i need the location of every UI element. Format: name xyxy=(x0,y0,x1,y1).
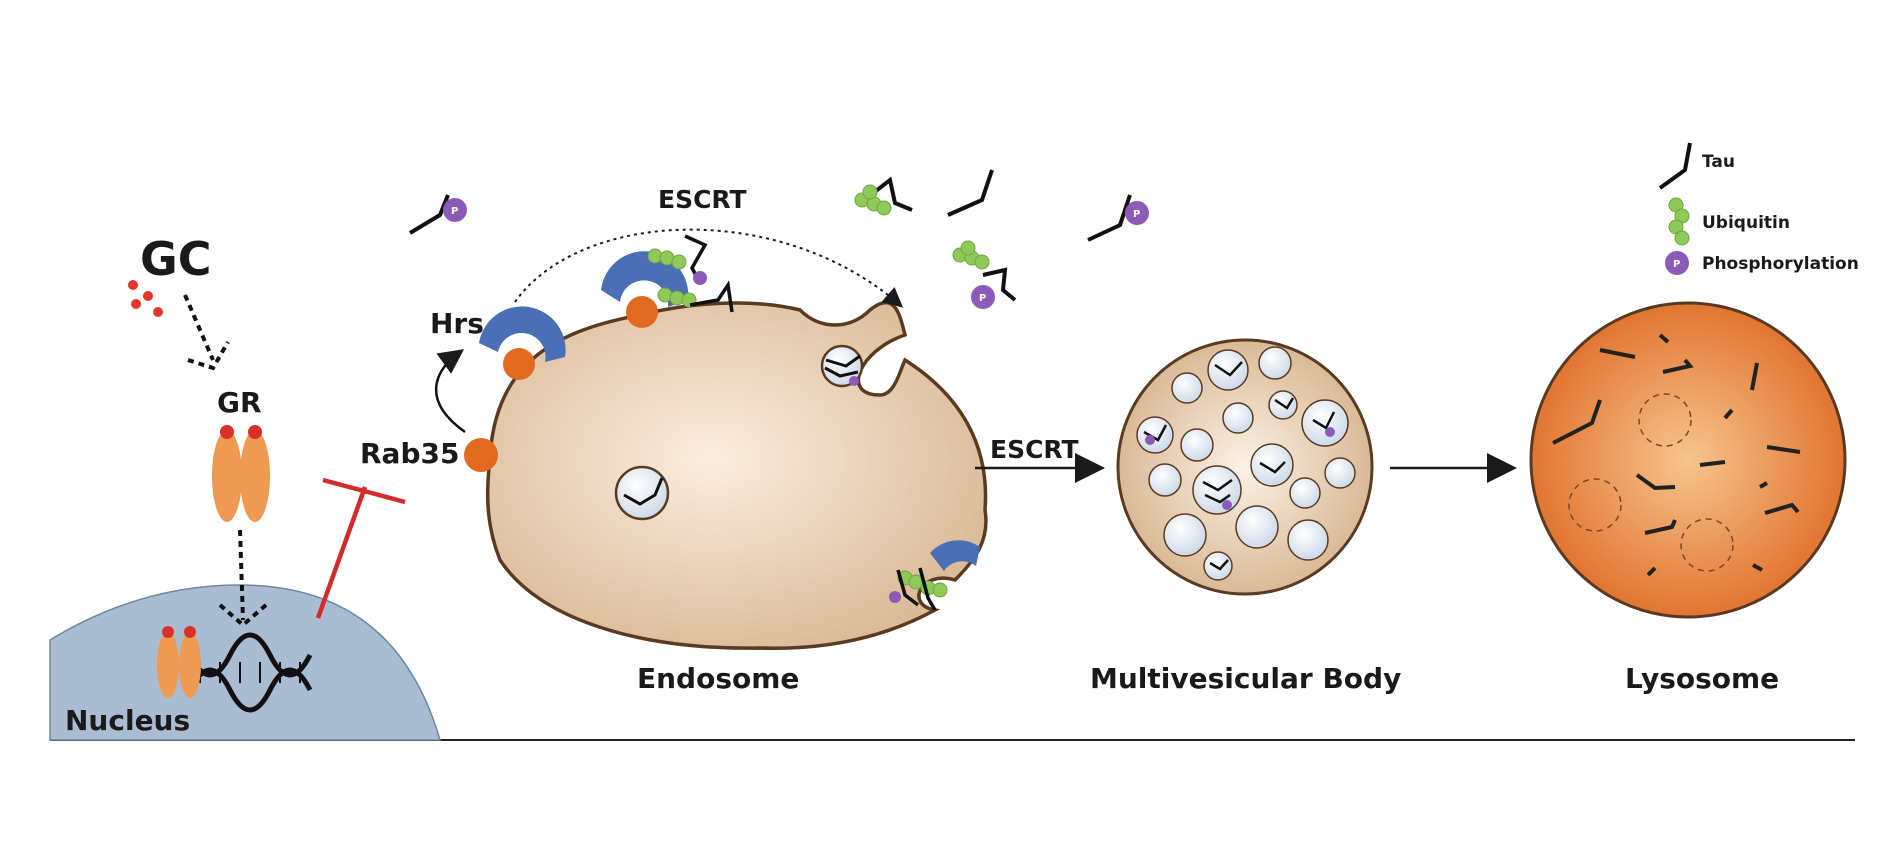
gr-to-nucleus-arrow xyxy=(218,529,268,628)
hrs-complex-top-icon xyxy=(601,234,734,328)
free-tau-icons xyxy=(408,169,1132,302)
inhibition-symbol xyxy=(315,477,406,619)
dna-icon xyxy=(187,632,313,713)
legend-tau-label: Tau xyxy=(1702,152,1735,172)
rab35-to-hrs-arrow xyxy=(434,349,466,434)
free-ubiquitin-icons xyxy=(854,184,990,270)
mvb-label: Multivesicular Body xyxy=(1090,662,1401,695)
nucleus xyxy=(49,584,441,741)
endosome-label: Endosome xyxy=(637,662,799,695)
free-phospho-icons: P P P xyxy=(443,198,1149,309)
gc-molecules-icon xyxy=(128,280,163,317)
multivesicular-body xyxy=(1116,338,1374,596)
svg-text:P: P xyxy=(1133,209,1140,220)
legend-phospho-label: Phosphorylation xyxy=(1702,254,1859,274)
nucleus-label: Nucleus xyxy=(65,704,190,737)
escrt-top-label: ESCRT xyxy=(658,185,747,214)
legend-ubiquitin-label: Ubiquitin xyxy=(1702,213,1790,233)
rab35-label: Rab35 xyxy=(360,437,459,470)
legend-phospho-icon: P xyxy=(1665,251,1689,275)
lysosome-label: Lysosome xyxy=(1625,662,1779,695)
svg-text:P: P xyxy=(1673,259,1680,270)
gc-to-gr-arrow xyxy=(183,294,230,371)
escrt-dotted-arrow xyxy=(514,228,904,308)
legend-tau-icon xyxy=(1658,142,1692,190)
gc-label: GC xyxy=(140,232,212,286)
endosome xyxy=(485,301,988,650)
gr-label: GR xyxy=(217,386,262,419)
hrs-icon xyxy=(479,306,566,380)
rab35-icon xyxy=(464,438,498,472)
legend-ubiquitin-icon xyxy=(1668,197,1690,246)
hrs-label: Hrs xyxy=(430,307,484,340)
gr-nuclear-icon xyxy=(157,626,201,698)
svg-text:P: P xyxy=(979,293,986,304)
gr-icon xyxy=(212,425,270,522)
hrs-complex-bottom-icon xyxy=(889,540,980,611)
svg-text:P: P xyxy=(451,206,458,217)
escrt-arrow-label: ESCRT xyxy=(990,435,1079,464)
lysosome xyxy=(1529,301,1847,619)
legend: Tau Ubiquitin P Phosphorylation xyxy=(1658,142,1859,275)
